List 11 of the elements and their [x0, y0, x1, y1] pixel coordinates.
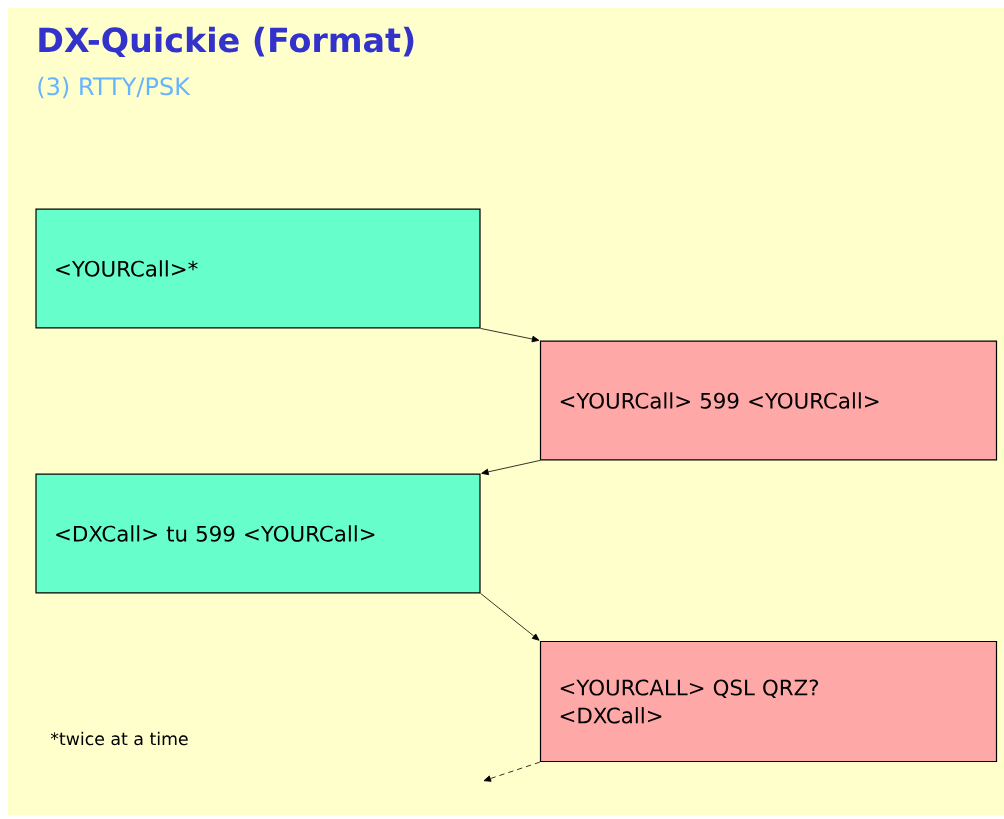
message-box: <DXCall> tu 599 <YOURCall>	[35, 473, 481, 594]
footnote: *twice at a time	[50, 731, 188, 746]
arrow	[480, 593, 540, 641]
arrow	[480, 328, 540, 343]
title: DX-Quickie (Format)	[39, 26, 414, 57]
message-box: <YOURCall>*	[35, 208, 481, 329]
arrow	[483, 761, 541, 782]
message-box: <YOURCALL> QSL QRZ? <DXCall>	[539, 640, 998, 763]
subtitle: (3) RTTY/PSK	[38, 76, 191, 99]
message-box: <YOURCall> 599 <YOURCall>	[539, 340, 998, 461]
arrow	[481, 460, 541, 476]
